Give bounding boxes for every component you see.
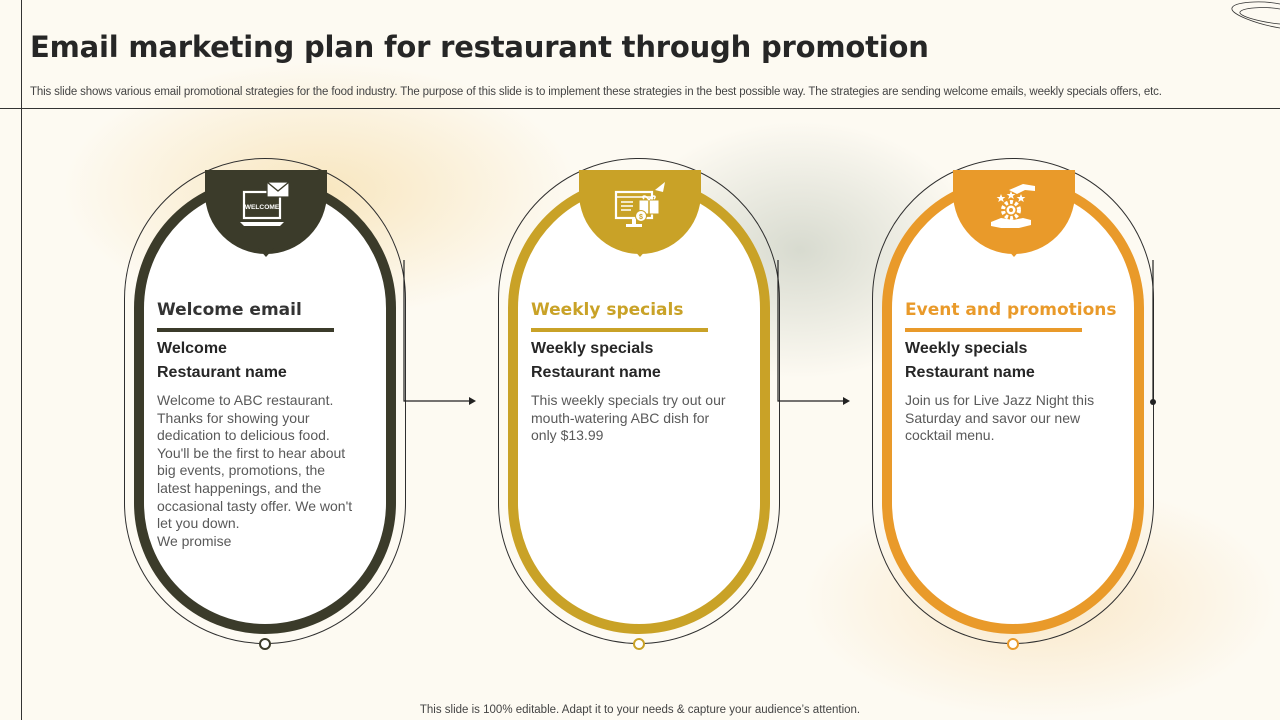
welcome-laptop-envelope-icon: WELCOME <box>240 181 290 226</box>
card-body: Join us for Live Jazz Night this Saturda… <box>905 392 1095 444</box>
page-title: Email marketing plan for restaurant thro… <box>30 30 929 64</box>
card-line-2: Restaurant name <box>905 364 1035 381</box>
card-underline <box>157 328 334 332</box>
footer-note: This slide is 100% editable. Adapt it to… <box>419 704 861 716</box>
hands-gear-stars-icon <box>991 184 1035 228</box>
card-underline <box>905 328 1082 332</box>
svg-text:$: $ <box>639 214 643 221</box>
card-heading: Event and promotions <box>905 300 1117 320</box>
monitor-gift-icon: $ <box>614 182 665 227</box>
card-weekly-specials: $ Weekly specials Weekly specials Restau… <box>498 158 780 650</box>
card-underline <box>531 328 708 332</box>
card-bottom-dot <box>1007 638 1019 650</box>
header-rule <box>0 108 1280 109</box>
card-line-2: Restaurant name <box>157 364 287 381</box>
connector-arrow-2 <box>777 260 850 405</box>
card-body: This weekly specials try out our mouth-w… <box>531 392 726 444</box>
card-heading: Weekly specials <box>531 300 684 320</box>
card-line-1: Welcome <box>157 340 227 357</box>
corner-swirl-decoration <box>1231 1 1280 29</box>
card-icon-cap-tip <box>258 248 274 257</box>
connector-end <box>1150 260 1156 405</box>
connector-arrow-1 <box>403 260 476 405</box>
card-line-2: Restaurant name <box>531 364 661 381</box>
card-icon-cap-tip <box>632 248 648 257</box>
card-welcome-email: WELCOME Welcome email Welcome Restaurant… <box>124 158 406 650</box>
welcome-icon-label: WELCOME <box>245 204 280 211</box>
card-bottom-dot <box>633 638 645 650</box>
card-icon-cap-tip <box>1006 248 1022 257</box>
card-bottom-dot <box>259 638 271 650</box>
card-body: Welcome to ABC restaurant. Thanks for sh… <box>157 392 353 549</box>
card-event-promotions: Event and promotions Weekly specials Res… <box>872 158 1154 650</box>
card-line-1: Weekly specials <box>905 340 1028 357</box>
left-rule <box>21 0 22 720</box>
card-heading: Welcome email <box>157 300 302 320</box>
card-line-1: Weekly specials <box>531 340 654 357</box>
page-subtitle: This slide shows various email promotion… <box>30 86 1162 98</box>
